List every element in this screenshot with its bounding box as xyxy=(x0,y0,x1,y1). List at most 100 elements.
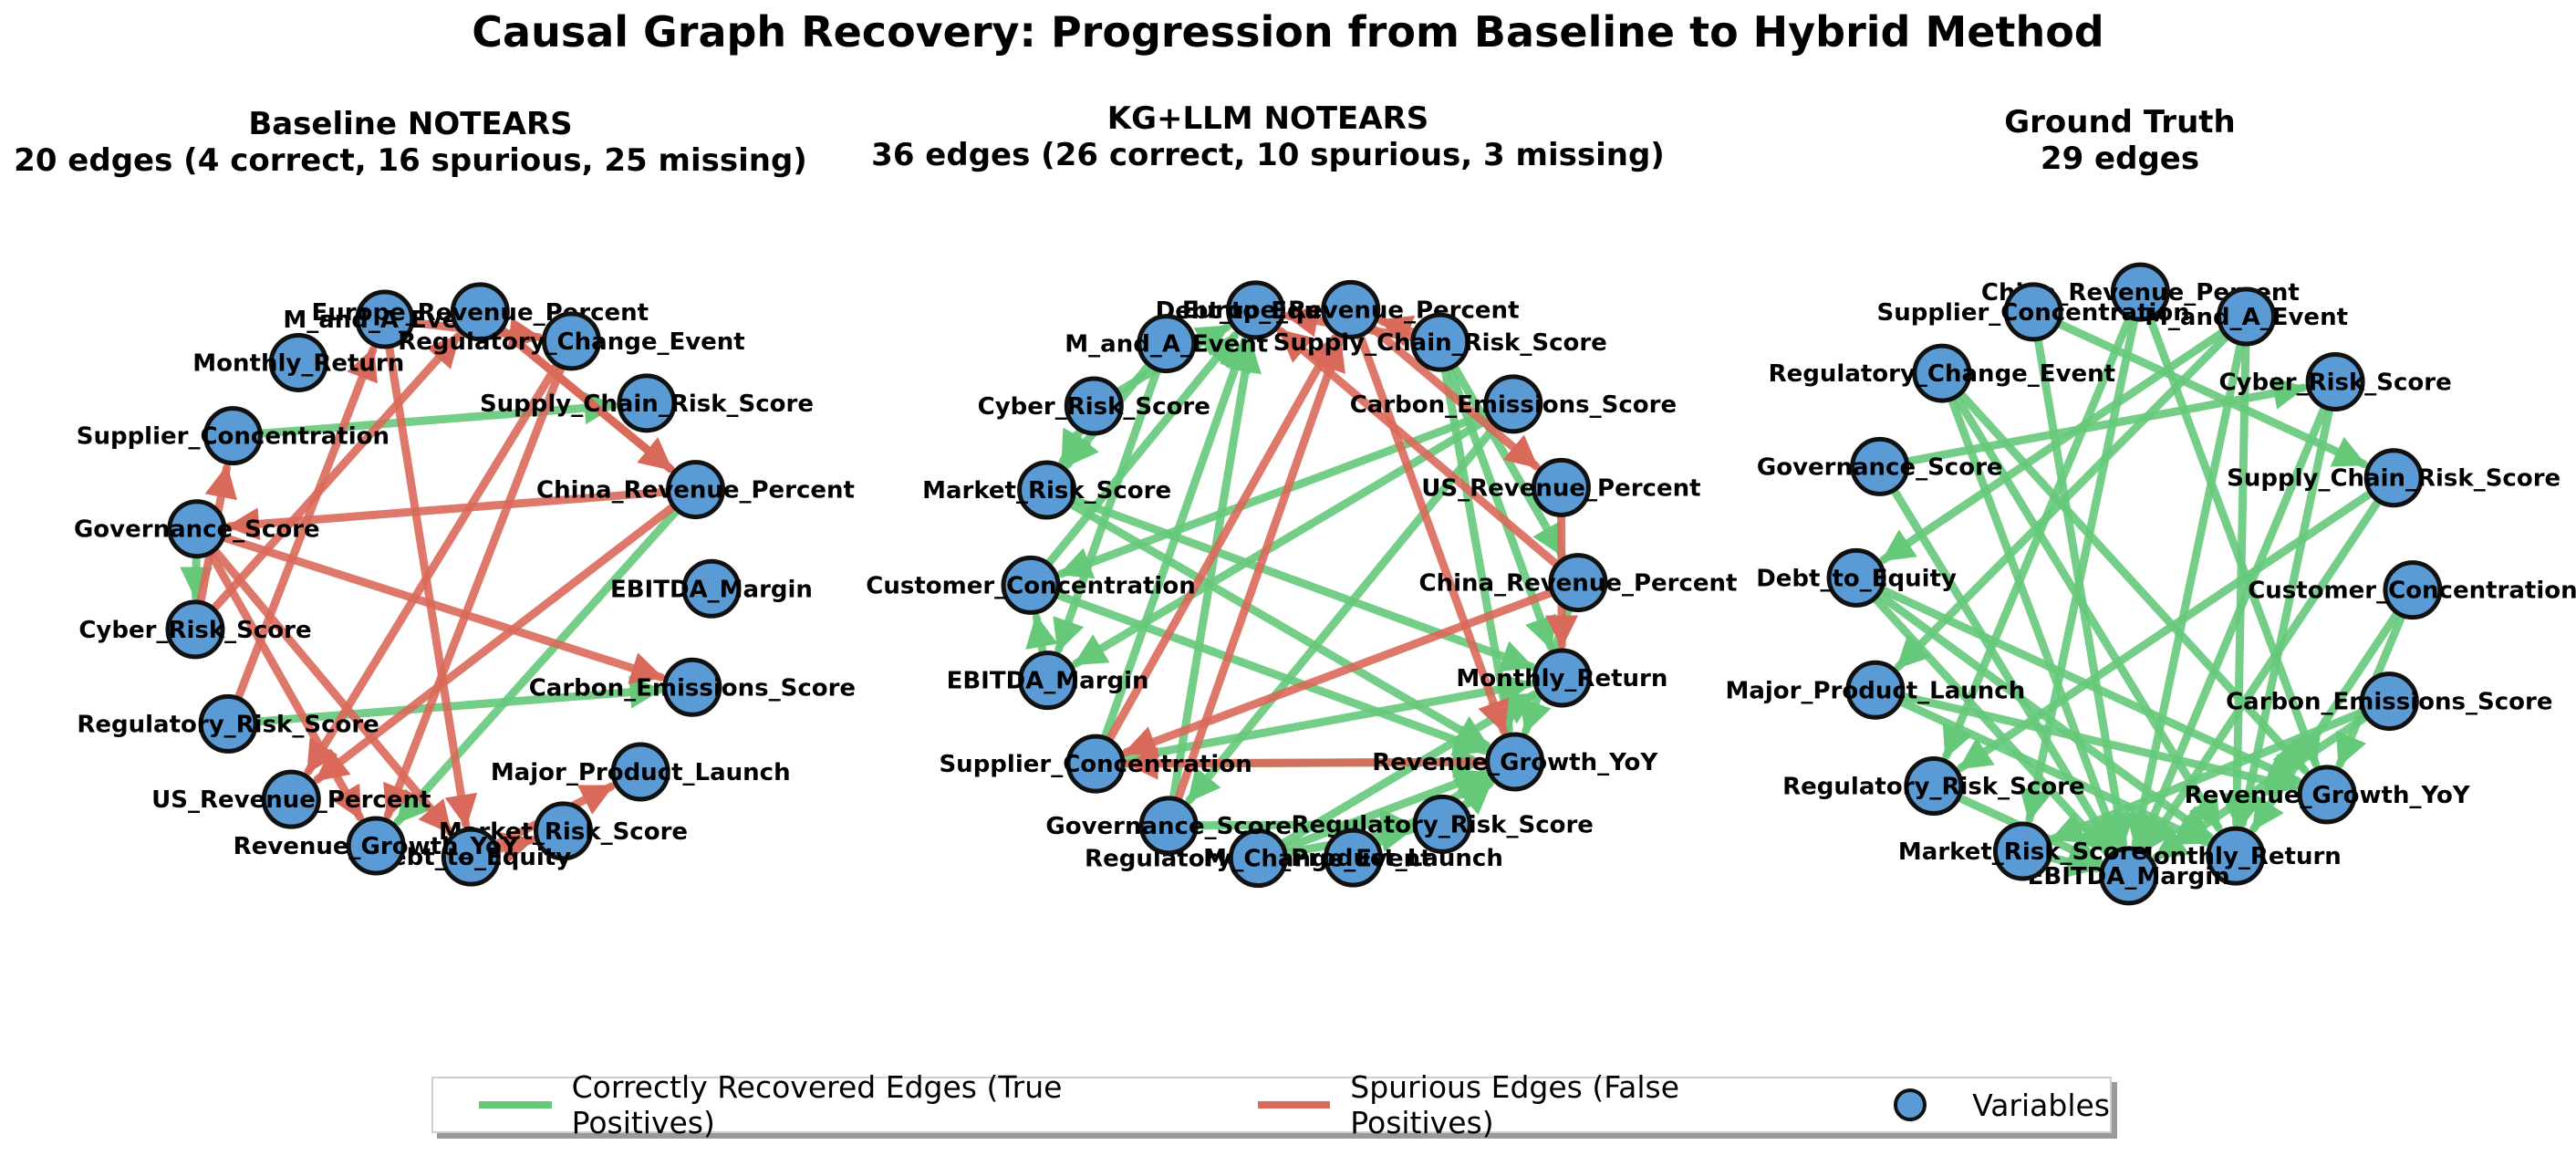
ground_truth-node-monthly-return: Monthly_Return xyxy=(2130,826,2342,886)
kg_llm-correct-edge-13 xyxy=(1072,413,1494,668)
kg_llm-correct-edge-2 xyxy=(1068,495,1536,672)
legend-item-correct: Correctly Recovered Edges (True Positive… xyxy=(479,1069,1212,1140)
baseline-node-major-product-launch: Major_Product_Launch xyxy=(491,742,791,802)
panel-title-kg-llm-name: KG+LLM NOTEARS xyxy=(1106,100,1429,137)
variable-node-label: Europe_Revenue_Percent xyxy=(1182,297,1520,324)
legend-correct-swatch xyxy=(479,1101,552,1109)
variable-node-label: Monthly_Return xyxy=(2130,843,2342,870)
variable-node-circle xyxy=(1064,376,1124,436)
variable-node-circle xyxy=(1845,660,1906,720)
baseline-node-ebitda-margin: EBITDA_Margin xyxy=(610,558,813,619)
kg_llm-node-regulatory-change-event: Regulatory_Change_Event xyxy=(1085,828,1432,889)
panel-title-kg-llm: KG+LLM NOTEARS 36 edges (26 correct, 10 … xyxy=(848,100,1688,173)
variable-node-circle xyxy=(450,282,510,342)
baseline-node-china-revenue-percent: China_Revenue_Percent xyxy=(536,460,855,520)
ground_truth-node-market-risk-score: Market_Risk_Score xyxy=(1898,821,2147,881)
ground_truth-node-governance-score: Governance_Score xyxy=(1757,436,2003,496)
ground_truth-node-debt-to-equity: Debt_to_Equity xyxy=(1756,547,1957,608)
kg_llm-correct-edge-6 xyxy=(1100,337,1251,743)
kg_llm-correct-edge-12 xyxy=(1457,778,1494,816)
kg_llm-node-cyber-risk-score: Cyber_Risk_Score xyxy=(978,376,1210,436)
variable-node-label: Customer_Concentration xyxy=(866,572,1195,599)
ground_truth-correct-edge-23 xyxy=(1870,593,2111,856)
legend-spurious-swatch xyxy=(1257,1101,1331,1109)
variable-node-circle xyxy=(534,801,594,861)
kg_llm-correct-edge-4 xyxy=(1052,590,1489,756)
variable-node-circle xyxy=(441,827,501,887)
ground_truth-correct-edge-12 xyxy=(1894,331,2231,671)
kg_llm-correct-edge-5 xyxy=(1044,331,1240,568)
kg_llm-correct-edge-21 xyxy=(1025,613,1058,658)
variable-node-label: Europe_Revenue_Percent xyxy=(311,299,649,327)
variable-node-label: Regulatory_Change_Event xyxy=(1769,360,2115,388)
kg_llm-node-supply-chain-risk-score: Supply_Chain_Risk_Score xyxy=(1273,312,1607,372)
ground_truth-correct-edge-24 xyxy=(1876,585,2301,786)
variable-node-circle xyxy=(2383,560,2443,620)
panel-title-baseline-stats: 20 edges (4 correct, 16 spurious, 25 mis… xyxy=(14,142,807,179)
kg_llm-node-revenue-growth-yoy: Revenue_Growth_YoY xyxy=(1372,732,1658,792)
kg_llm-correct-edge-14 xyxy=(1057,409,1492,579)
variable-node-label: Revenue_Growth_YoY xyxy=(1372,749,1658,776)
variable-node-circle xyxy=(681,558,742,619)
variable-node-circle xyxy=(203,406,263,466)
variable-node-label: Governance_Score xyxy=(1757,453,2003,481)
variable-node-label: Governance_Score xyxy=(1045,813,1292,840)
variable-node-label: Monthly_Return xyxy=(192,349,404,377)
ground_truth-node-customer-concentration: Customer_Concentration xyxy=(2248,560,2576,620)
variable-node-circle xyxy=(1483,374,1543,434)
ground_truth-correct-edge-21 xyxy=(1896,697,2210,847)
legend-variables-label: Variables xyxy=(1972,1087,2110,1123)
baseline-node-monthly-return: Monthly_Return xyxy=(192,332,404,392)
baseline-spurious-edge-15 xyxy=(206,548,364,822)
panel-title-baseline-name: Baseline NOTEARS xyxy=(248,106,573,142)
baseline-node-governance-score: Governance_Score xyxy=(74,499,320,559)
variable-node-circle xyxy=(355,289,415,349)
panel-title-ground-truth: Ground Truth 29 edges xyxy=(1700,104,2540,177)
variable-node-label: Carbon_Emissions_Score xyxy=(1350,391,1677,419)
variable-node-circle xyxy=(261,769,321,829)
variable-node-circle xyxy=(1323,828,1383,888)
ground_truth-node-revenue-growth-yoy: Revenue_Growth_YoY xyxy=(2185,765,2471,825)
variable-node-circle xyxy=(346,816,406,876)
legend-item-variables: Variables xyxy=(1875,1088,2110,1123)
variable-node-circle xyxy=(542,311,602,371)
ground_truth-correct-edge-5 xyxy=(1947,394,2123,849)
variable-node-circle xyxy=(1001,555,1061,615)
variable-node-label: Market_Risk_Score xyxy=(1898,838,2147,866)
baseline-spurious-edge-8 xyxy=(209,332,462,614)
variable-node-circle xyxy=(1904,756,1964,817)
variable-node-label: Cyber_Risk_Score xyxy=(2218,369,2451,396)
variable-node-label: Regulatory_Risk_Score xyxy=(77,711,379,738)
ground_truth-correct-edge-15 xyxy=(2143,496,2384,853)
baseline-correct-edge-3 xyxy=(180,552,213,601)
variable-node-circle xyxy=(1018,651,1078,711)
kg_llm-node-governance-score: Governance_Score xyxy=(1045,796,1292,856)
variable-node-label: Market_Risk_Score xyxy=(922,477,1171,505)
variable-node-circle xyxy=(1017,460,1077,520)
variable-node-label: Revenue_Growth_YoY xyxy=(2185,782,2471,809)
variable-node-label: M_and_A_Event xyxy=(2145,304,2348,331)
kg_llm-node-m-and-a-event: M_and_A_Event xyxy=(1065,314,1268,374)
variable-node-circle xyxy=(1138,796,1199,856)
ground_truth-node-carbon-emissions-score: Carbon_Emissions_Score xyxy=(2226,671,2552,732)
ground_truth-node-cyber-risk-score: Cyber_Risk_Score xyxy=(2218,351,2452,411)
baseline-spurious-edge-2 xyxy=(385,342,478,829)
ground_truth-correct-edge-28 xyxy=(1889,485,2116,852)
ground_truth-node-supply-chain-risk-score: Supply_Chain_Risk_Score xyxy=(2227,448,2560,508)
variable-node-circle xyxy=(1548,553,1608,613)
variable-node-label: Supplier_Concentration xyxy=(77,423,390,451)
variable-node-label: Regulatory_Change_Event xyxy=(398,328,744,356)
baseline-spurious-edge-3 xyxy=(218,533,666,684)
baseline-node-supplier-concentration: Supplier_Concentration xyxy=(77,406,390,466)
variable-node-label: Carbon_Emissions_Score xyxy=(529,674,856,702)
variable-node-circle xyxy=(1531,457,1591,517)
variable-node-circle xyxy=(167,499,227,559)
ground_truth-correct-edge-9 xyxy=(1879,328,2228,564)
variable-node-circle xyxy=(1826,547,1886,608)
ground_truth-correct-edge-14 xyxy=(2137,402,2330,850)
variable-node-label: US_Revenue_Percent xyxy=(151,786,431,814)
variable-node-label: Cyber_Risk_Score xyxy=(978,393,1210,421)
variable-node-label: Major_Product_Launch xyxy=(491,759,791,786)
panel-title-ground-truth-stats: 29 edges xyxy=(2040,141,2200,177)
kg_llm-correct-edge-16 xyxy=(1440,365,1521,734)
